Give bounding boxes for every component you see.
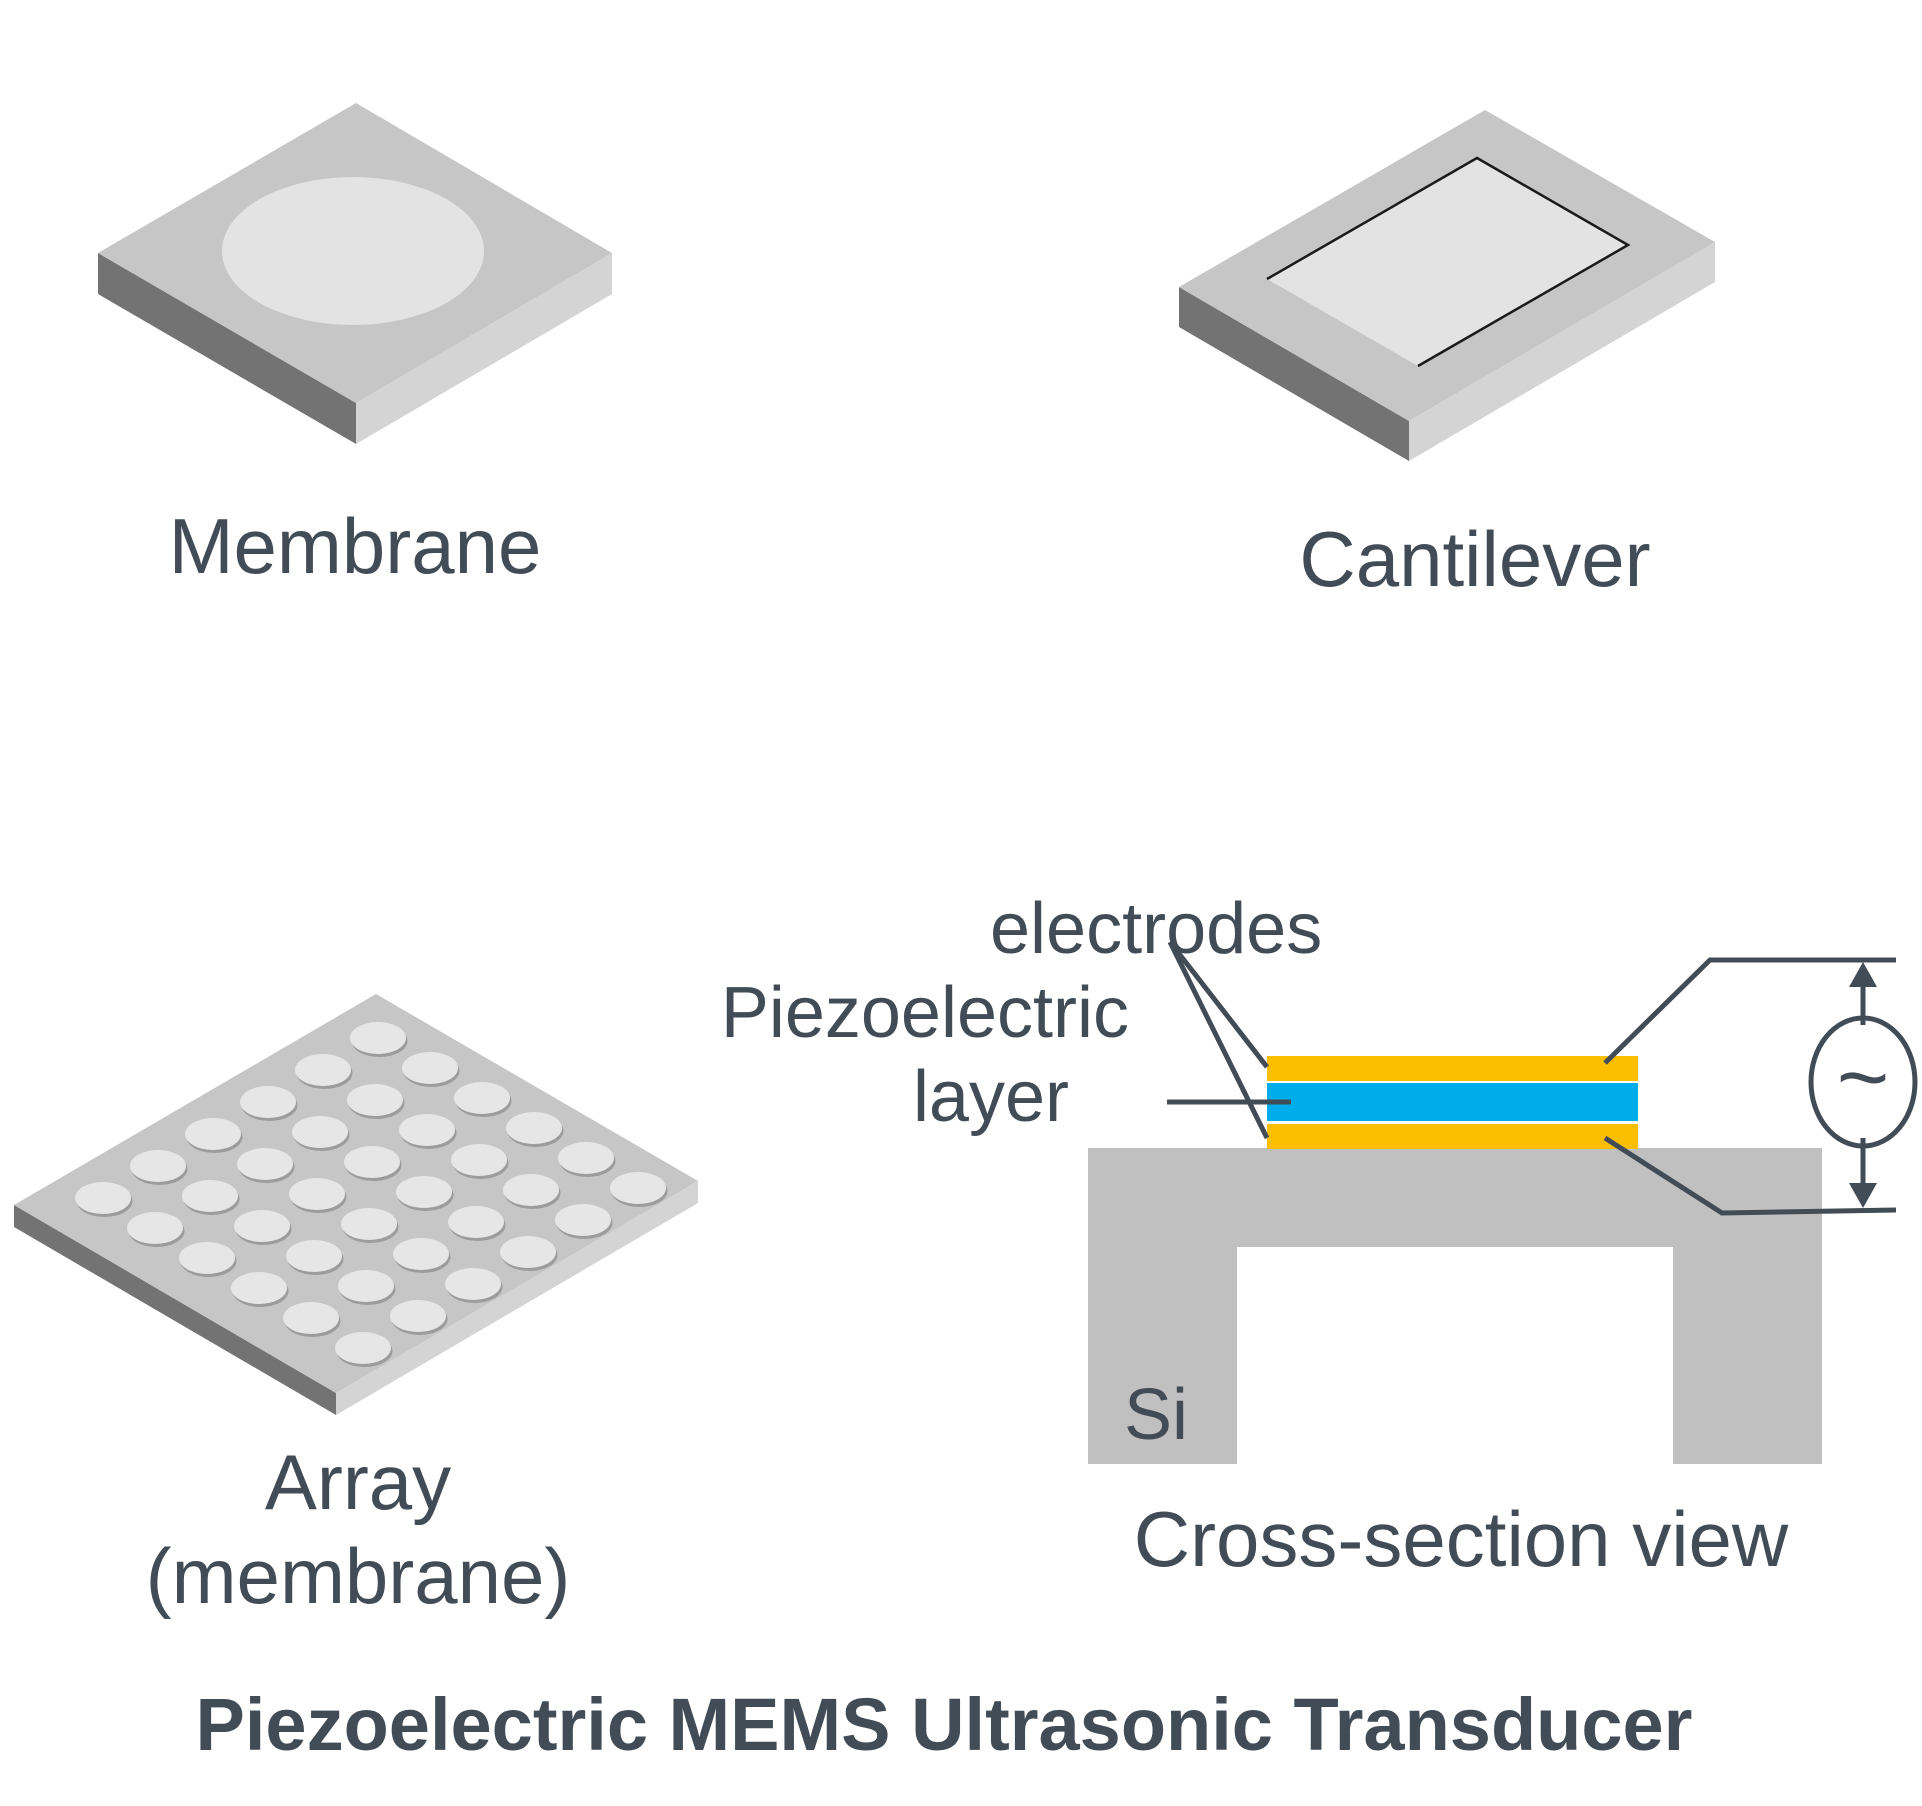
array-membrane-dot bbox=[396, 1176, 452, 1208]
membrane-chip bbox=[98, 103, 612, 444]
cantilever-chip bbox=[1179, 110, 1715, 461]
array-membrane-dot bbox=[347, 1084, 403, 1116]
array-membrane-dot bbox=[350, 1022, 406, 1054]
array-membrane-dot bbox=[240, 1086, 296, 1118]
piezo-label-line1: Piezoelectric bbox=[721, 973, 1129, 1053]
cross-section-label: Cross-section view bbox=[1134, 1495, 1789, 1583]
cantilever-chip-right-face bbox=[1409, 242, 1715, 461]
array-membrane-dot bbox=[292, 1116, 348, 1148]
piezo-label-line2: layer bbox=[913, 1057, 1069, 1137]
array-membrane-dot bbox=[75, 1182, 131, 1214]
array-membrane-dots bbox=[75, 1022, 668, 1367]
array-membrane-dot bbox=[399, 1114, 455, 1146]
array-membrane-dot bbox=[402, 1052, 458, 1084]
ac-source-circle bbox=[1808, 1015, 1918, 1149]
page-title: Piezoelectric MEMS Ultrasonic Transducer bbox=[196, 1683, 1693, 1766]
array-membrane-dot bbox=[558, 1142, 614, 1174]
top-electrode bbox=[1267, 1056, 1638, 1081]
array-membrane-dot bbox=[454, 1082, 510, 1114]
voltage-arrow-up bbox=[1849, 962, 1877, 987]
membrane-disc bbox=[222, 177, 484, 325]
membrane-chip-left-face bbox=[98, 253, 356, 444]
array-membrane-dot bbox=[500, 1236, 556, 1268]
array-membrane-dot bbox=[295, 1054, 351, 1086]
array-chip-right-face bbox=[336, 1181, 698, 1415]
array-membrane-dot bbox=[179, 1242, 235, 1274]
electrodes-label: electrodes bbox=[990, 889, 1322, 969]
voltage-arrow-down bbox=[1849, 1183, 1877, 1208]
array-chip-left-face bbox=[14, 1205, 336, 1415]
array-membrane-dot bbox=[555, 1204, 611, 1236]
array-label-line1: Array bbox=[265, 1438, 451, 1526]
array-membrane-dot bbox=[338, 1270, 394, 1302]
array-membrane-dot bbox=[341, 1208, 397, 1240]
array-membrane-dot bbox=[289, 1178, 345, 1210]
array-membrane-dot bbox=[130, 1150, 186, 1182]
electrodes-leader-bottom bbox=[1167, 940, 1270, 1140]
array-chip bbox=[14, 994, 698, 1415]
array-membrane-dot bbox=[506, 1112, 562, 1144]
array-label-line2: (membrane) bbox=[146, 1532, 571, 1620]
array-membrane-dot bbox=[283, 1302, 339, 1334]
array-membrane-dot bbox=[185, 1118, 241, 1150]
array-membrane-dot bbox=[335, 1332, 391, 1364]
array-membrane-dot bbox=[448, 1206, 504, 1238]
cantilever-beam-outline bbox=[1266, 156, 1631, 368]
array-membrane-dot bbox=[445, 1268, 501, 1300]
cantilever-recess bbox=[1267, 158, 1628, 366]
silicon-substrate bbox=[1088, 1148, 1822, 1464]
piezoelectric-layer bbox=[1267, 1083, 1638, 1121]
membrane-chip-right-face bbox=[356, 253, 612, 444]
array-membrane-dot bbox=[286, 1240, 342, 1272]
array-membrane-dot bbox=[344, 1146, 400, 1178]
ac-source-icon: ~ bbox=[1837, 1028, 1890, 1128]
array-membrane-dot bbox=[390, 1300, 446, 1332]
array-membrane-dot bbox=[393, 1238, 449, 1270]
bottom-electrode bbox=[1267, 1124, 1638, 1149]
array-membrane-dot bbox=[231, 1272, 287, 1304]
membrane-label: Membrane bbox=[169, 502, 542, 590]
electrodes-leader-top bbox=[1168, 940, 1269, 1069]
array-chip-top-face bbox=[14, 994, 698, 1393]
cross-section: ~ bbox=[1088, 940, 1918, 1464]
cantilever-chip-left-face bbox=[1179, 287, 1409, 461]
array-membrane-dot bbox=[503, 1174, 559, 1206]
cantilever-label: Cantilever bbox=[1299, 515, 1650, 603]
top-electrode-wire bbox=[1603, 957, 1896, 1065]
array-membrane-dot bbox=[182, 1180, 238, 1212]
array-membrane-dot bbox=[610, 1172, 666, 1204]
si-label: Si bbox=[1124, 1375, 1188, 1455]
bottom-electrode-wire bbox=[1603, 1135, 1897, 1216]
array-membrane-dot bbox=[234, 1210, 290, 1242]
array-membrane-dot bbox=[127, 1212, 183, 1244]
array-membrane-dot bbox=[237, 1148, 293, 1180]
array-membrane-dot bbox=[451, 1144, 507, 1176]
